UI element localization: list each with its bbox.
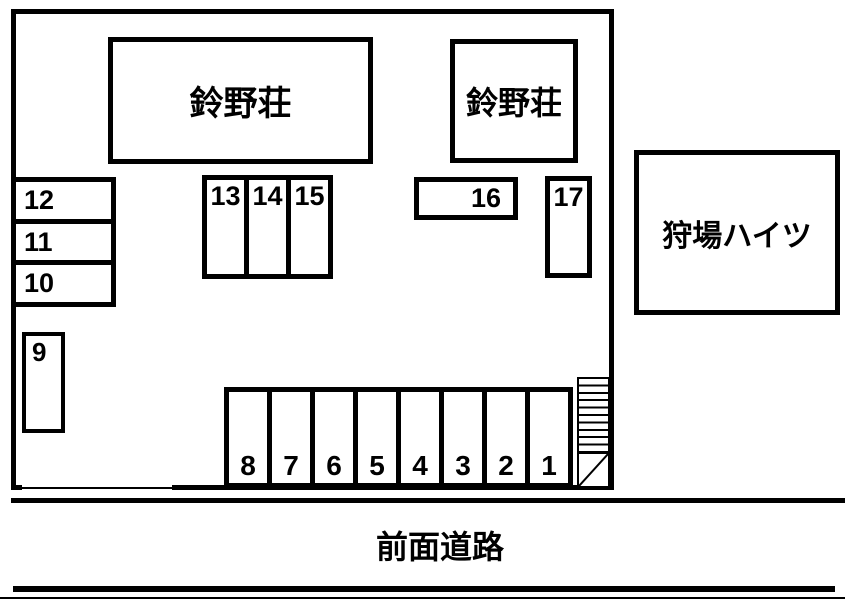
road-edge-line-top [11, 498, 845, 503]
parking-space-2: 2 [482, 392, 525, 483]
road-edge-line-bottom-thin [0, 597, 845, 599]
parking-space-15: 15 [286, 180, 328, 274]
parking-left-column: 12 11 10 [11, 177, 116, 307]
parking-space-6: 6 [310, 392, 353, 483]
parking-space-14: 14 [244, 180, 286, 274]
parking-space-17-label: 17 [553, 182, 584, 212]
parking-space-16: 16 [414, 177, 518, 220]
parking-space-13: 13 [210, 181, 241, 211]
parking-space-8: 8 [240, 450, 256, 481]
building-suzunoso-left-label: 鈴野荘 [189, 85, 292, 123]
parking-bottom-row: 8 7 6 5 4 3 2 1 [224, 387, 573, 488]
parking-space-16-label: 16 [470, 183, 501, 213]
parking-space-12: 12 [24, 184, 55, 215]
building-suzunoso-right-label: 鈴野荘 [465, 85, 562, 121]
entrance-threshold-line [22, 487, 172, 489]
road-edge-line-bottom-thick [13, 586, 835, 592]
building-kariba-heights: 狩場ハイツ [634, 150, 840, 315]
parking-space-10: 10 [16, 260, 111, 302]
parking-space-9: 9 [22, 332, 65, 433]
parking-space-5: 5 [353, 392, 396, 483]
entrance-slope-icon [577, 452, 610, 488]
parking-space-1: 1 [525, 392, 568, 483]
front-road-label: 前面道路 [375, 529, 504, 565]
parking-space-11: 11 [16, 218, 111, 261]
stairs-hatching-icon [577, 377, 610, 453]
building-suzunoso-right: 鈴野荘 [450, 39, 578, 163]
parking-space-3: 3 [439, 392, 482, 483]
parking-middle-row: 13 14 15 [202, 175, 333, 279]
building-suzunoso-left: 鈴野荘 [108, 37, 373, 164]
parking-space-7: 7 [267, 392, 310, 483]
building-kariba-heights-label: 狩場ハイツ [662, 219, 812, 253]
parking-space-4: 4 [396, 392, 439, 483]
parking-space-17: 17 [545, 176, 592, 278]
